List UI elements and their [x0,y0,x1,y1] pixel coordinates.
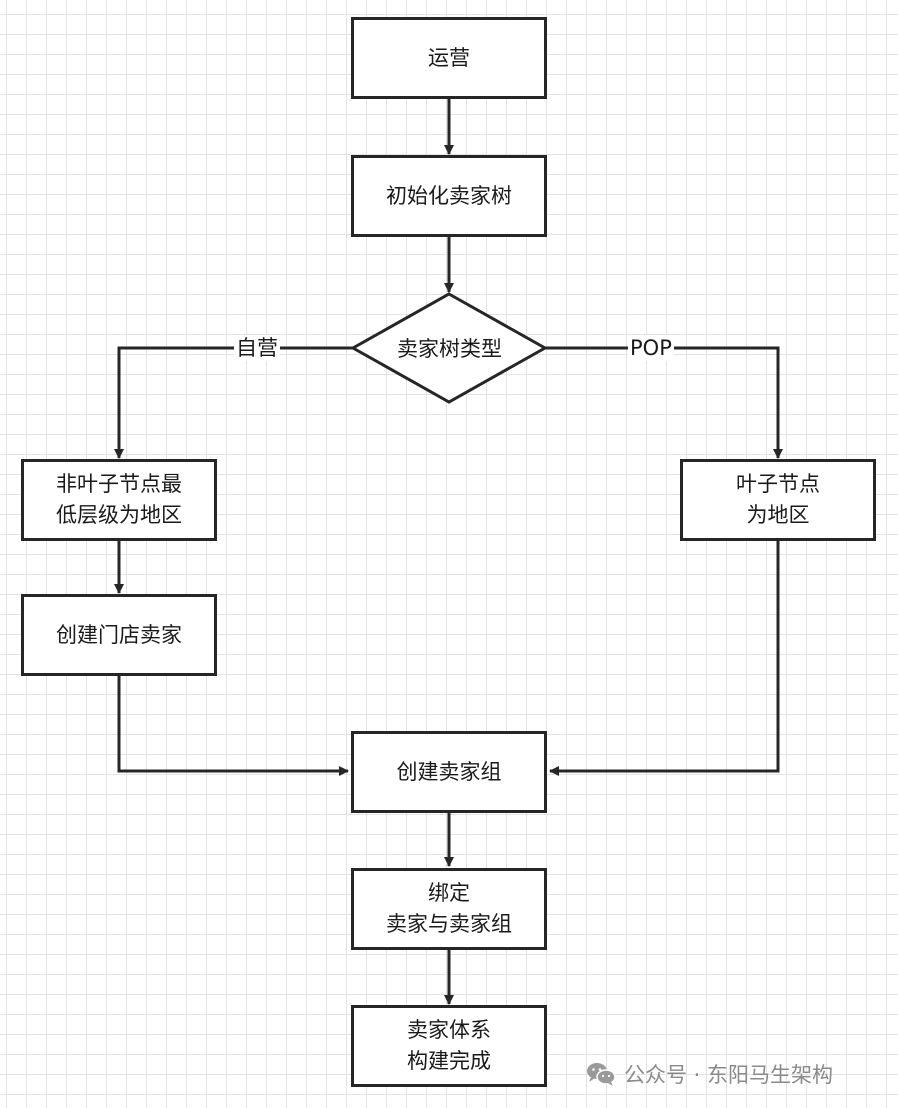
edge-label-self-operated: 自营 [234,335,280,361]
node-leaf-line-2: 为地区 [746,503,810,527]
wechat-icon [586,1061,616,1087]
edge-decision-to-left [114,346,353,459]
node-init-label: 初始化卖家树 [386,183,512,208]
watermark: 公众号 · 东阳马生架构 [586,1056,833,1092]
edge-store-to-group [117,676,349,776]
node-bind-line-2: 卖家与卖家组 [386,912,512,936]
node-system-complete: 卖家体系 构建完成 [351,1005,547,1087]
decision-label: 卖家树类型 [397,337,502,361]
node-start: 运营 [351,17,547,99]
node-leaf-line-1: 叶子节点 [736,472,820,496]
node-create-seller-group: 创建卖家组 [351,731,547,813]
node-create-store-seller: 创建门店卖家 [21,594,217,676]
node-create-group-label: 创建卖家组 [396,759,502,784]
node-bind-line-1: 绑定 [428,881,470,905]
edge-decision-to-right [545,346,783,459]
edge-right-to-group [549,541,780,776]
node-complete-line-1: 卖家体系 [407,1018,491,1042]
node-non-leaf-line-1: 非叶子节点最 [56,472,182,496]
edge-label-pop: POP [628,335,674,361]
node-leaf-region: 叶子节点 为地区 [680,459,876,541]
decision-diamond [349,292,549,404]
node-init-seller-tree: 初始化卖家树 [351,155,547,237]
node-start-label: 运营 [428,45,470,70]
node-create-store-label: 创建门店卖家 [56,622,182,647]
node-complete-line-2: 构建完成 [407,1049,491,1073]
node-non-leaf-line-2: 低层级为地区 [56,503,182,527]
node-bind-seller-group: 绑定 卖家与卖家组 [351,868,547,950]
node-non-leaf-level: 非叶子节点最 低层级为地区 [21,459,217,541]
watermark-text: 公众号 · 东阳马生架构 [624,1063,834,1087]
